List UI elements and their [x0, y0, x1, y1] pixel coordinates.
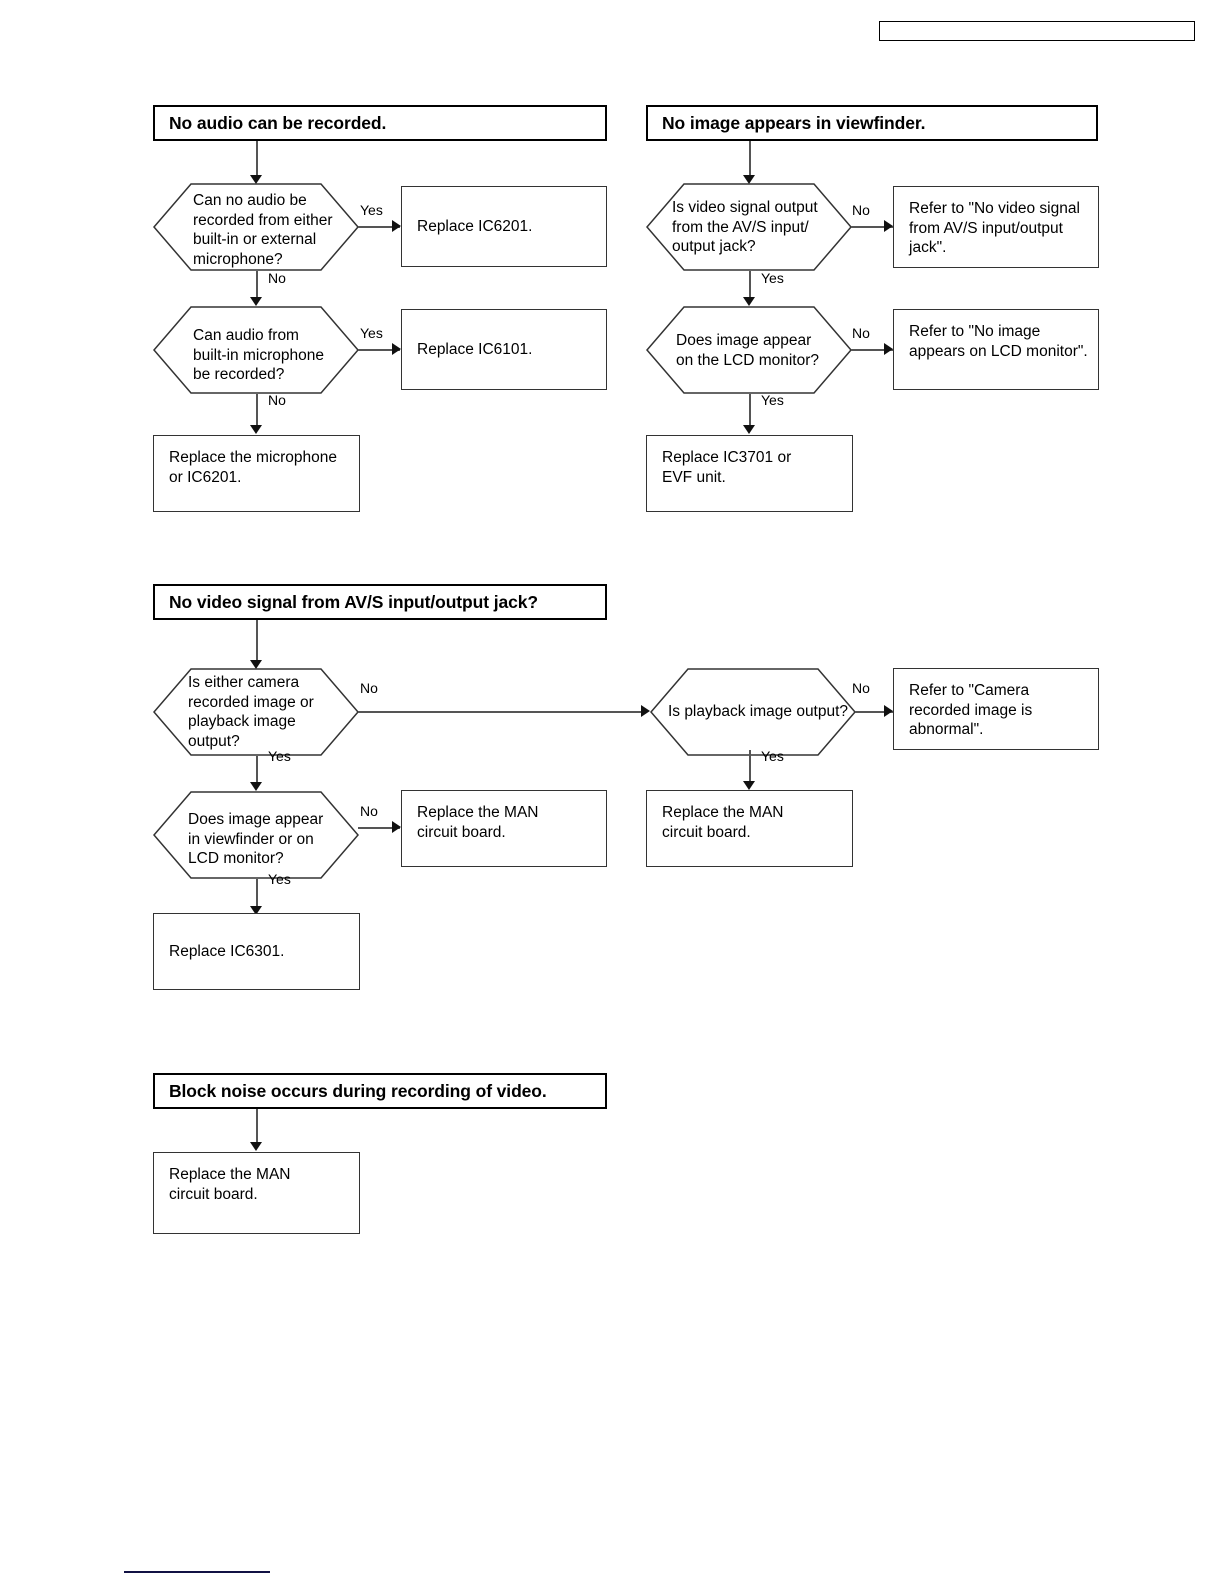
branch-label-no: No [360, 803, 378, 819]
action-refer-camera-recorded-image-abnormal: Refer to "Camera recorded image is abnor… [893, 668, 1099, 750]
connector-d1-no [256, 271, 258, 300]
arrowhead-down [250, 1142, 262, 1151]
branch-label-no: No [268, 392, 286, 408]
action-label: Replace the MAN circuit board. [169, 1166, 291, 1203]
connector-d2-no [256, 394, 258, 429]
arrowhead-down [250, 782, 262, 791]
decision-label: Is playback image output? [667, 703, 849, 720]
connector-title-to-d1 [256, 620, 258, 662]
decision-is-video-signal-output: Is video signal output from the AV/S inp… [646, 183, 852, 271]
branch-label-no: No [852, 680, 870, 696]
connector-title-to-action [256, 1109, 258, 1145]
arrowhead-right [641, 705, 650, 717]
action-replace-microphone-or-ic6201: Replace the microphone or IC6201. [153, 435, 360, 512]
action-replace-ic3701-or-evf: Replace IC3701 or EVF unit. [646, 435, 853, 512]
arrowhead-right [884, 343, 893, 355]
action-label: Replace the MAN circuit board. [417, 804, 539, 841]
section-title-no-image-viewfinder: No image appears in viewfinder. [646, 105, 1098, 141]
action-replace-man-board-viewfinder: Replace the MAN circuit board. [401, 790, 607, 867]
decision-is-either-camera-recorded-or-playback: Is either camera recorded image or playb… [153, 668, 359, 756]
action-replace-ic6301: Replace IC6301. [153, 913, 360, 990]
action-label: Refer to "Camera recorded image is abnor… [909, 682, 1033, 738]
connector-d2-no [855, 711, 893, 713]
decision-label: Is either camera recorded image or playb… [188, 674, 314, 750]
arrowhead-down [250, 425, 262, 434]
arrowhead-down [250, 297, 262, 306]
action-replace-man-board-block-noise: Replace the MAN circuit board. [153, 1152, 360, 1234]
arrowhead-down [250, 175, 262, 184]
connector-d1-yes [358, 226, 400, 228]
arrowhead-down [743, 297, 755, 306]
arrowhead-right [884, 705, 893, 717]
decision-label: Is video signal output from the AV/S inp… [672, 199, 818, 255]
branch-label-yes: Yes [360, 325, 383, 341]
connector-d1-yes [256, 756, 258, 785]
connector-d1-no [851, 226, 893, 228]
arrowhead-right [392, 821, 401, 833]
connector-d2-yes [749, 394, 751, 429]
branch-label-no: No [360, 680, 378, 696]
branch-label-yes: Yes [268, 748, 291, 764]
action-label: Replace the microphone or IC6201. [169, 449, 338, 486]
decision-label: Does image appear on the LCD monitor? [676, 332, 820, 369]
branch-label-no: No [268, 270, 286, 286]
branch-label-yes: Yes [360, 202, 383, 218]
connector-title-to-d1 [256, 141, 258, 177]
section-title-block-noise: Block noise occurs during recording of v… [153, 1073, 607, 1109]
section-title-no-video-signal: No video signal from AV/S input/output j… [153, 584, 607, 620]
action-label: Replace the MAN circuit board. [662, 804, 784, 841]
action-label: Replace IC6301. [169, 942, 285, 960]
connector-title-to-d1 [749, 141, 751, 177]
header-page-box [879, 21, 1195, 41]
branch-label-yes: Yes [761, 748, 784, 764]
decision-can-audio-from-builtin-mic: Can audio from built-in microphone be re… [153, 306, 359, 394]
section-title-text: No video signal from AV/S input/output j… [169, 591, 538, 612]
action-refer-no-video-signal: Refer to "No video signal from AV/S inpu… [893, 186, 1099, 268]
action-replace-man-board-playback: Replace the MAN circuit board. [646, 790, 853, 867]
section-title-text: Block noise occurs during recording of v… [169, 1080, 547, 1101]
branch-label-yes: Yes [761, 392, 784, 408]
arrowhead-right [884, 220, 893, 232]
branch-label-yes: Yes [268, 871, 291, 887]
connector-d2-no [851, 349, 893, 351]
decision-can-no-audio-be-recorded: Can no audio be recorded from either bui… [153, 183, 359, 271]
connector-d1-no-long [358, 711, 643, 713]
decision-does-image-appear-lcd: Does image appear on the LCD monitor? [646, 306, 852, 394]
footer-rule [124, 1571, 270, 1574]
section-title-text: No audio can be recorded. [169, 112, 387, 133]
action-label: Refer to "No video signal from AV/S inpu… [909, 200, 1080, 256]
action-refer-no-image-lcd: Refer to "No image appears on LCD monito… [893, 309, 1099, 390]
connector-d2-yes [358, 349, 400, 351]
arrowhead-down [250, 660, 262, 669]
branch-label-yes: Yes [761, 270, 784, 286]
branch-label-no: No [852, 202, 870, 218]
branch-label-no: No [852, 325, 870, 341]
action-label: Replace IC3701 or EVF unit. [662, 449, 792, 486]
decision-label: Does image appear in viewfinder or on LC… [188, 811, 324, 867]
section-title-no-audio: No audio can be recorded. [153, 105, 607, 141]
decision-label: Can audio from built-in microphone be re… [193, 327, 324, 383]
action-label: Refer to "No image appears on LCD monito… [909, 323, 1088, 360]
action-label: Replace IC6201. [417, 217, 533, 235]
arrowhead-right [392, 220, 401, 232]
arrowhead-down [250, 906, 262, 915]
arrowhead-down [743, 175, 755, 184]
decision-does-image-appear-viewfinder-or-lcd: Does image appear in viewfinder or on LC… [153, 791, 359, 879]
action-replace-ic6101: Replace IC6101. [401, 309, 607, 390]
action-replace-ic6201: Replace IC6201. [401, 186, 607, 267]
connector-d2-yes [749, 750, 751, 785]
arrowhead-down [743, 781, 755, 790]
decision-is-playback-image-output: Is playback image output? [650, 668, 856, 756]
connector-d1-yes [749, 271, 751, 300]
arrowhead-down [743, 425, 755, 434]
connector-d3-no [358, 827, 400, 829]
section-title-text: No image appears in viewfinder. [662, 112, 926, 133]
connector-d3-yes [256, 879, 258, 910]
action-label: Replace IC6101. [417, 340, 533, 358]
decision-label: Can no audio be recorded from either bui… [193, 192, 333, 268]
arrowhead-right [392, 343, 401, 355]
